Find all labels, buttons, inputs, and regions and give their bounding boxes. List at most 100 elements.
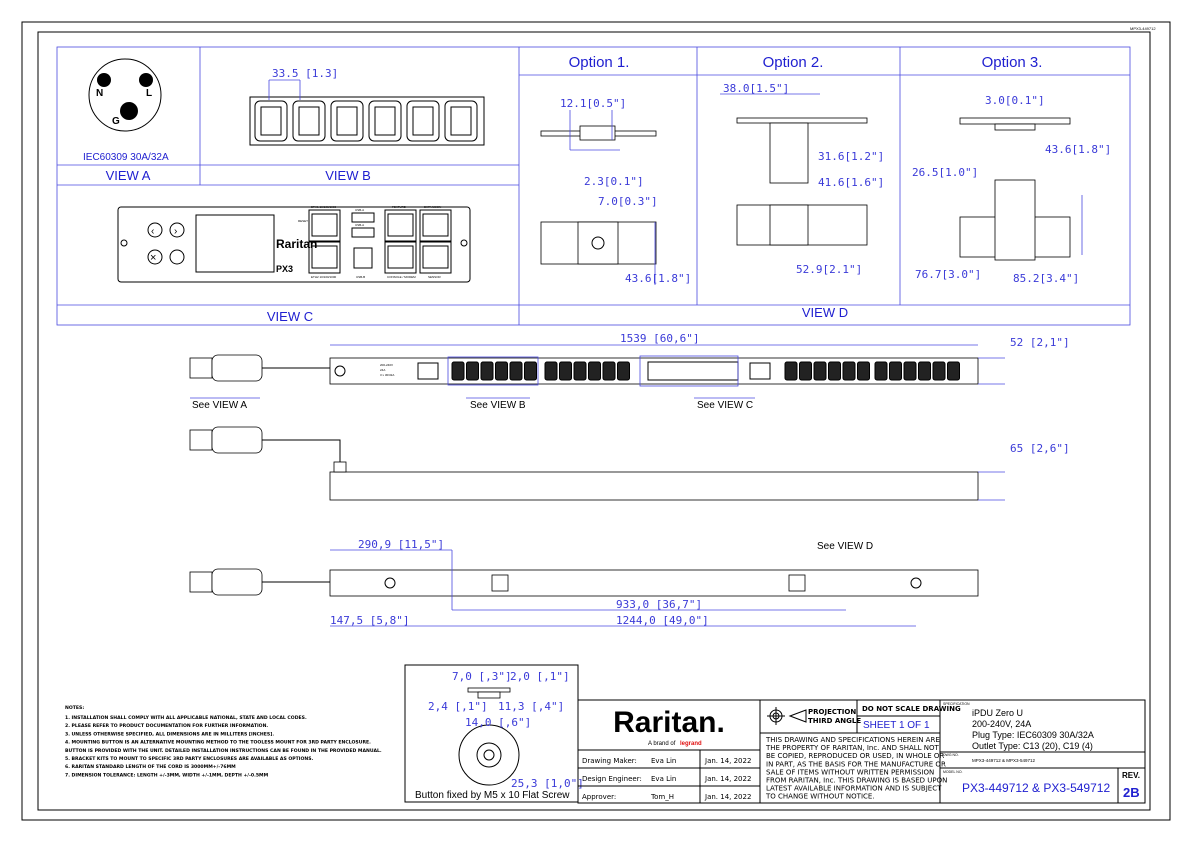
pdu-side-view: 65 [2,6"]: [262, 439, 1070, 501]
plug-body: [211, 568, 263, 596]
outlet-icon: [444, 100, 478, 142]
outlet-icon: [602, 361, 616, 381]
disclaimer-line: THIS DRAWING AND SPECIFICATIONS HEREIN A…: [765, 736, 940, 744]
option-3-drawing: 3.0[0.1"] 43.6[1.8"] 26.5[1.0"] 76.7[3.0…: [912, 94, 1111, 285]
svg-text:DWG NO.: DWG NO.: [943, 753, 959, 757]
svg-text:PX3: PX3: [276, 264, 293, 274]
outlet-icon: [368, 100, 402, 142]
outlet-icon: [495, 361, 508, 381]
svg-text:‹: ‹: [151, 226, 154, 237]
breaker-icon: [417, 362, 439, 380]
row-role: Drawing Maker:: [582, 757, 637, 765]
svg-text:25,3 [1,0"]: 25,3 [1,0"]: [511, 777, 584, 790]
top-views-grid: [56, 46, 1131, 326]
view-b-label: VIEW B: [325, 168, 371, 183]
outlet-icon: [451, 361, 465, 381]
svg-text:3.0[0.1"]: 3.0[0.1"]: [985, 94, 1045, 107]
svg-text:12.1[0.5"]: 12.1[0.5"]: [560, 97, 626, 110]
svg-text:38.0[1.5"]: 38.0[1.5"]: [723, 82, 789, 95]
button-detail: 7,0 [,3"] 2,0 [,1"] 2,4 [,1"] 11,3 [,4"]…: [404, 664, 584, 803]
outlet-icon: [544, 361, 558, 381]
breaker-icon: [749, 362, 771, 380]
svg-text:iPDU Zero U: iPDU Zero U: [972, 708, 1023, 718]
svg-text:USB-A: USB-A: [355, 223, 364, 227]
svg-text:ETH1 10/100/1000: ETH1 10/100/1000: [311, 205, 337, 209]
see-view-c-callout: See VIEW C: [697, 400, 753, 411]
raritan-logo: Raritan.: [613, 706, 725, 739]
svg-text:›: ›: [174, 226, 177, 237]
pdu-front-view: 200-240V 24A 3 x 30/32A 1539 [60,6"] 52 …: [189, 332, 1070, 596]
svg-text:52.9[2.1"]: 52.9[2.1"]: [796, 263, 862, 276]
svg-text:G: G: [112, 116, 120, 127]
outlet-icon: [559, 361, 572, 381]
rj45-jack-icon: [422, 245, 449, 269]
outlet-icon: [254, 100, 288, 142]
svg-text:FEATURE: FEATURE: [392, 205, 406, 209]
svg-text:41.6[1.6"]: 41.6[1.6"]: [818, 176, 884, 189]
outlet-socket: [450, 106, 472, 136]
pdu-back-view: See VIEW D 290,9 [11,5"] 933,0 [36,7"] 1…: [262, 538, 979, 627]
outlet-icon: [406, 100, 440, 142]
row-name: Eva Lin: [651, 757, 676, 765]
row-date: Jan. 14, 2022: [704, 793, 751, 801]
note-item: 3. UNLESS OTHERWISE SPECIFIED, ALL DIMEN…: [65, 731, 274, 737]
view-a-label: VIEW A: [106, 168, 151, 183]
svg-text:N: N: [96, 88, 103, 99]
view-b-dimension: 33.5 [1.3]: [272, 67, 338, 80]
disclaimer-line: LATEST AVAILABLE INFORMATION AND IS SUBJ…: [766, 785, 942, 793]
svg-text:×: ×: [150, 252, 156, 264]
svg-text:1244,0 [49,0"]: 1244,0 [49,0"]: [616, 614, 709, 627]
note-item: 7. DIMENSION TOLERANCE: LENGTH +/-3MM, W…: [65, 772, 269, 778]
svg-text:3 x 30/32A: 3 x 30/32A: [380, 373, 394, 377]
note-item: 5. BRACKET KITS TO MOUNT TO SPECIFIC 3RD…: [65, 756, 314, 762]
plug-icon: [189, 429, 213, 451]
title-block: Raritan. A brand of legrand Drawing Make…: [577, 699, 1146, 804]
outlet-icon: [784, 361, 798, 381]
outer-border: [21, 21, 1171, 821]
see-view-d-callout: See VIEW D: [817, 541, 873, 552]
row-role: Design Engineer:: [582, 775, 642, 783]
disclaimer-line: TO CHANGE WITHOUT NOTICE.: [765, 793, 875, 801]
svg-text:THIRD ANGLE: THIRD ANGLE: [808, 717, 861, 725]
outlet-icon: [330, 100, 364, 142]
view-c-controller-panel: ‹› × Raritan PX3 ETH1 10/100/1000 ETH2 1…: [117, 205, 471, 283]
rj45-jack-icon: [387, 213, 414, 237]
svg-text:USB-A: USB-A: [355, 208, 364, 212]
svg-text:PROJECTION: PROJECTION: [808, 708, 856, 716]
svg-text:Outlet Type: C13 (20), C19 (4): Outlet Type: C13 (20), C19 (4): [972, 741, 1093, 751]
svg-text:76.7[3.0"]: 76.7[3.0"]: [915, 268, 981, 281]
outlet-icon: [799, 361, 812, 381]
option-3-title: Option 3.: [982, 54, 1043, 71]
svg-text:REV.: REV.: [1122, 771, 1140, 780]
outlet-socket: [374, 106, 396, 136]
outlet-icon: [828, 361, 841, 381]
rj45-jack-icon: [311, 245, 338, 269]
outlet-icon: [588, 361, 601, 381]
note-item: 2. PLEASE REFER TO PRODUCT DOCUMENTATION…: [65, 723, 268, 729]
rj45-jack-icon: [387, 245, 414, 269]
svg-text:DO NOT SCALE DRAWING: DO NOT SCALE DRAWING: [862, 705, 961, 713]
outlet-icon: [509, 361, 523, 381]
outlet-icon: [573, 361, 587, 381]
view-a-plug-face: N L G IEC60309 30A/32A: [83, 58, 169, 163]
svg-text:Plug Type: IEC60309 30A/32A: Plug Type: IEC60309 30A/32A: [972, 730, 1094, 740]
svg-text:7.0[0.3"]: 7.0[0.3"]: [598, 195, 658, 208]
see-view-a-callout: See VIEW A: [192, 400, 247, 411]
note-item: 6. RARITAN STANDARD LENGTH OF THE CORD I…: [65, 764, 236, 770]
outlet-socket: [412, 106, 434, 136]
outlet-socket: [336, 106, 358, 136]
outlet-icon: [918, 361, 931, 381]
outlet-icon: [889, 361, 902, 381]
outlet-icon: [480, 361, 494, 381]
svg-text:43.6[1.8"]: 43.6[1.8"]: [1045, 143, 1111, 156]
drawing-number: MPX3-449712 & MPX3-549712: [972, 758, 1036, 763]
svg-text:legrand: legrand: [680, 741, 702, 747]
corner-code: MPX3-449712: [1130, 26, 1156, 31]
note-item: 4. MOUNTING BUTTON IS AN ALTERNATIVE MOU…: [65, 740, 371, 746]
svg-text:200-240V, 24A: 200-240V, 24A: [972, 719, 1031, 729]
svg-text:7,0 [,3"]: 7,0 [,3"]: [452, 670, 512, 683]
plug-icon: [189, 357, 213, 379]
svg-text:2.3[0.1"]: 2.3[0.1"]: [584, 175, 644, 188]
svg-text:SPECIFICATION: SPECIFICATION: [943, 702, 970, 706]
